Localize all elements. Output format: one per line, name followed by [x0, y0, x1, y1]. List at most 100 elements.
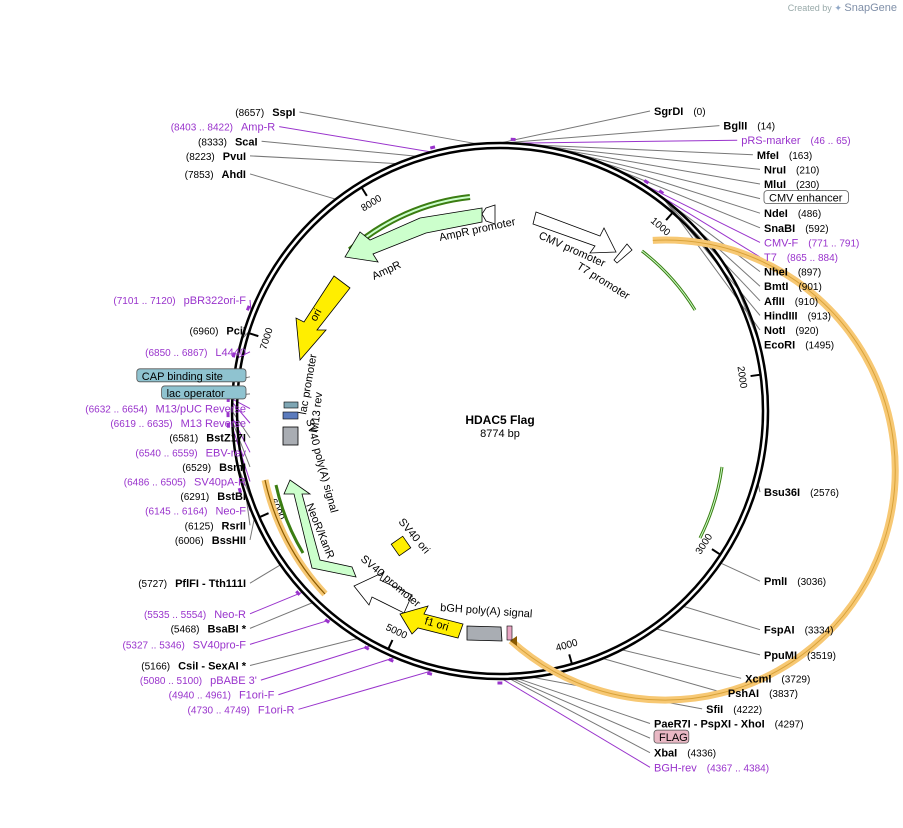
- neo-highlight-edge: [264, 479, 326, 595]
- sv40-polya-glyph: [282, 426, 299, 446]
- leader-line: [602, 657, 725, 694]
- leader-line: [591, 158, 761, 214]
- primer-pos: (5535 .. 5554): [144, 610, 206, 621]
- leader-line: [260, 645, 371, 681]
- primer-pos: (4730 .. 4749): [188, 705, 250, 716]
- enzyme-label: BmtI(901): [764, 281, 822, 293]
- primer-mark: [643, 179, 650, 185]
- enzyme-name: BmtI: [764, 281, 788, 293]
- enzyme-pos: (4297): [775, 720, 804, 731]
- ruler-tick-label: 3000: [694, 532, 716, 557]
- primer-label: M13 Reverse(6619 .. 6635): [110, 418, 246, 430]
- primer-name: SV40pA-R: [194, 477, 246, 489]
- enzyme-name: HindIII: [764, 310, 798, 322]
- enzyme-label: FspAI(3334): [764, 625, 833, 637]
- enzyme-label: BsmI(6529): [182, 462, 246, 474]
- leader-line: [249, 564, 281, 584]
- plasmid-length: 8774 bp: [480, 428, 520, 440]
- primer-mark: [237, 487, 243, 494]
- primer-mark: [231, 352, 236, 358]
- leader-line: [610, 166, 761, 229]
- enzyme-label: SspI(8657): [235, 107, 295, 119]
- enzyme-pos: (163): [789, 151, 812, 162]
- m13-rev-label: M13 rev: [309, 391, 325, 432]
- enzyme-name: NotI: [764, 325, 785, 337]
- enzyme-label: Bsu36I(2576): [764, 487, 839, 499]
- neo-green-arrow: [274, 484, 305, 554]
- label-box: [136, 368, 247, 383]
- enzyme-label: BssHII(6006): [175, 535, 246, 547]
- primer-label: T7(865 .. 884): [764, 252, 838, 264]
- enzyme-name: BsaBI *: [207, 623, 246, 635]
- enzyme-name: NruI: [764, 164, 786, 176]
- ruler-tick-label: 5000: [384, 622, 409, 642]
- enzyme-pos: (910): [795, 297, 818, 308]
- enzyme-label: ScaI(8333): [198, 136, 258, 148]
- snapgene-credit: Created by ✦ SnapGene: [788, 2, 897, 14]
- leader-line: [231, 401, 251, 424]
- backbone-inner: [235, 146, 765, 676]
- enzyme-label: PflFI - Tth111I (5727): [138, 578, 246, 590]
- leader-line: [299, 111, 478, 145]
- enzyme-pos: (230): [796, 180, 819, 191]
- leader-line: [231, 416, 251, 453]
- leader-line: [261, 140, 417, 157]
- boxed-label: CMV enhancer: [769, 193, 843, 205]
- enzyme-name: BstBI: [217, 491, 246, 503]
- enzyme-label: RsrII(6125): [185, 520, 246, 532]
- primer-label: F1ori-R (4730 .. 4749): [188, 704, 295, 716]
- enzyme-name: BsmI: [219, 462, 246, 474]
- enzyme-name: SnaBI: [764, 223, 795, 235]
- enzyme-name: Bsu36I: [764, 487, 800, 499]
- primer-mark: [295, 590, 301, 596]
- leader-line: [499, 110, 651, 144]
- primer-label: Amp-R(8403 .. 8422): [171, 122, 276, 134]
- primer-pos: (6145 .. 6164): [145, 507, 207, 518]
- ruler-tick: [387, 639, 394, 649]
- enzyme-pos: (4336): [687, 749, 716, 760]
- enzyme-label: HindIII(913): [764, 310, 831, 322]
- primer-name: SV40pro-F: [193, 639, 246, 651]
- enzyme-name: MluI: [764, 179, 786, 191]
- ruler-tick: [750, 373, 760, 378]
- enzyme-name: BssHII: [212, 535, 246, 547]
- sv40-promoter-arrow: [353, 571, 413, 614]
- primer-pos: (6850 .. 6867): [145, 348, 207, 359]
- leader-line: [249, 518, 255, 541]
- cmv-promoter-arrow: [532, 211, 617, 254]
- enzyme-name: PflFI - Tth111I: [175, 578, 246, 590]
- enzyme-name: SgrDI: [654, 106, 683, 118]
- enzyme-pos: (6960): [190, 326, 219, 337]
- ruler-tick: [568, 654, 573, 664]
- t7-promoter-arrow: [613, 243, 633, 264]
- enzyme-label: SnaBI(592): [764, 223, 829, 235]
- leader-line: [531, 144, 753, 156]
- leader-line: [249, 155, 398, 165]
- ruler-tick-label: 8000: [359, 193, 384, 214]
- enzyme-label: AflII(910): [764, 296, 818, 308]
- m13-rev-glyph: [282, 411, 299, 420]
- leader-line: [568, 151, 761, 200]
- primer-mark: [245, 305, 251, 311]
- enzyme-label: SgrDI (0): [654, 106, 706, 118]
- primer-name: F1ori-R: [258, 704, 295, 716]
- primer-pos: (6486 .. 6505): [124, 478, 186, 489]
- enzyme-name: XbaI: [654, 748, 677, 760]
- enzyme-label: BstBI(6291): [180, 491, 246, 503]
- primer-pos: (7101 .. 7120): [113, 296, 175, 307]
- enzyme-name: PshAI: [728, 688, 759, 700]
- enzyme-pos: (0): [693, 107, 705, 118]
- primer-pos: (6540 .. 6559): [135, 448, 197, 459]
- primer-name: pRS-marker: [741, 135, 801, 147]
- credit-prefix: Created by: [787, 3, 832, 13]
- ampr-label: AmpR: [370, 259, 403, 283]
- leader-line: [249, 618, 332, 645]
- enzyme-pos: (6581): [169, 434, 198, 445]
- enzyme-label: NotI(920): [764, 325, 819, 337]
- enzyme-label: EcoRI(1495): [764, 340, 834, 352]
- enzyme-name: SfiI: [706, 704, 723, 716]
- enzyme-name: XcmI: [745, 673, 771, 685]
- enzyme-pos: (5727): [138, 579, 167, 590]
- ruler-tick-label: 1000: [648, 216, 672, 239]
